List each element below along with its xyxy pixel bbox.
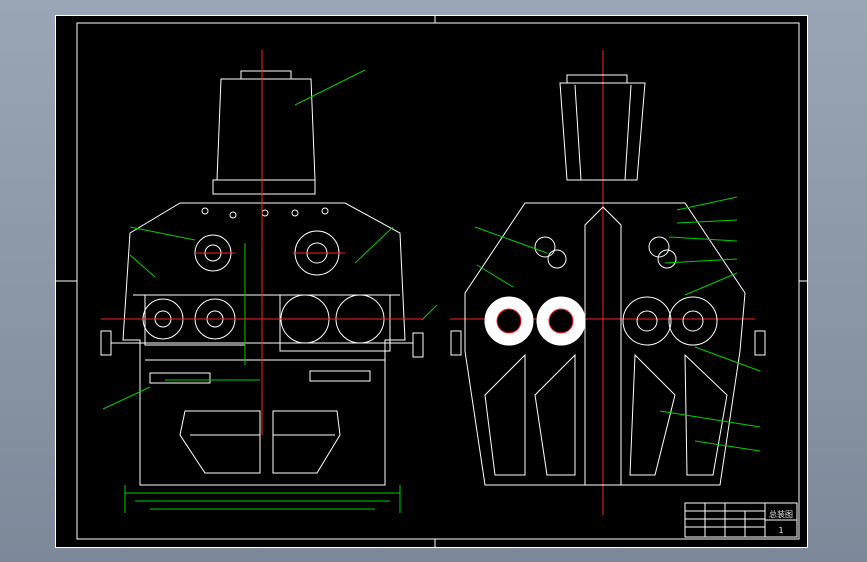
handwheel-right — [412, 332, 424, 358]
chute-side-2 — [534, 353, 576, 476]
bearing-block — [279, 294, 391, 352]
chute-side-3 — [629, 353, 676, 476]
title-block-title: 总装图 — [769, 509, 793, 519]
small-gear — [648, 236, 670, 258]
center-divider — [584, 206, 622, 486]
side-view — [450, 74, 766, 486]
bolt-hole — [261, 209, 269, 217]
front-dimensions — [124, 243, 401, 513]
roller-side-4-core — [682, 310, 704, 332]
drawing-sheet: 总装图 1 — [55, 15, 808, 548]
side-leaders — [474, 196, 761, 452]
small-gear — [534, 236, 556, 258]
hopper-body — [216, 78, 316, 181]
small-gear — [657, 249, 677, 269]
front-housing — [122, 202, 406, 486]
bolt-hole — [201, 207, 209, 215]
highlighted-rollers — [484, 296, 586, 346]
bolt-hole — [291, 209, 299, 217]
roller-side-1-core — [496, 308, 522, 334]
roller-side-4 — [668, 296, 718, 346]
bolt-hole — [321, 207, 329, 215]
front-leaders — [102, 69, 438, 410]
small-gear — [547, 249, 567, 269]
centerlines — [101, 50, 755, 515]
inner-frame — [76, 22, 800, 540]
bolt-left — [149, 372, 211, 384]
roller-side-3-core — [636, 310, 658, 332]
roller-side-2-core — [548, 308, 574, 334]
hopper-side — [559, 82, 646, 181]
hopper-base — [212, 179, 316, 195]
bolt-hole — [229, 211, 237, 219]
chute-right — [272, 410, 341, 474]
roller-side-3 — [622, 296, 672, 346]
handwheel-left — [100, 330, 112, 356]
hopper-inner — [624, 84, 632, 181]
bolt-right — [309, 370, 371, 382]
handwheel-side-right — [754, 330, 766, 356]
top-cap-side — [566, 74, 628, 84]
chute-side-1 — [484, 353, 526, 476]
top-cap — [240, 70, 292, 80]
chute-side-4 — [684, 353, 728, 476]
hopper-inner — [574, 84, 582, 181]
handwheel-side-left — [450, 330, 462, 356]
outer-frame — [55, 15, 808, 548]
side-housing — [464, 202, 746, 486]
title-block-sheet: 1 — [778, 526, 783, 535]
title-block — [684, 502, 798, 538]
cad-drawing: 总装图 1 — [55, 15, 808, 548]
chute-left — [179, 410, 261, 474]
